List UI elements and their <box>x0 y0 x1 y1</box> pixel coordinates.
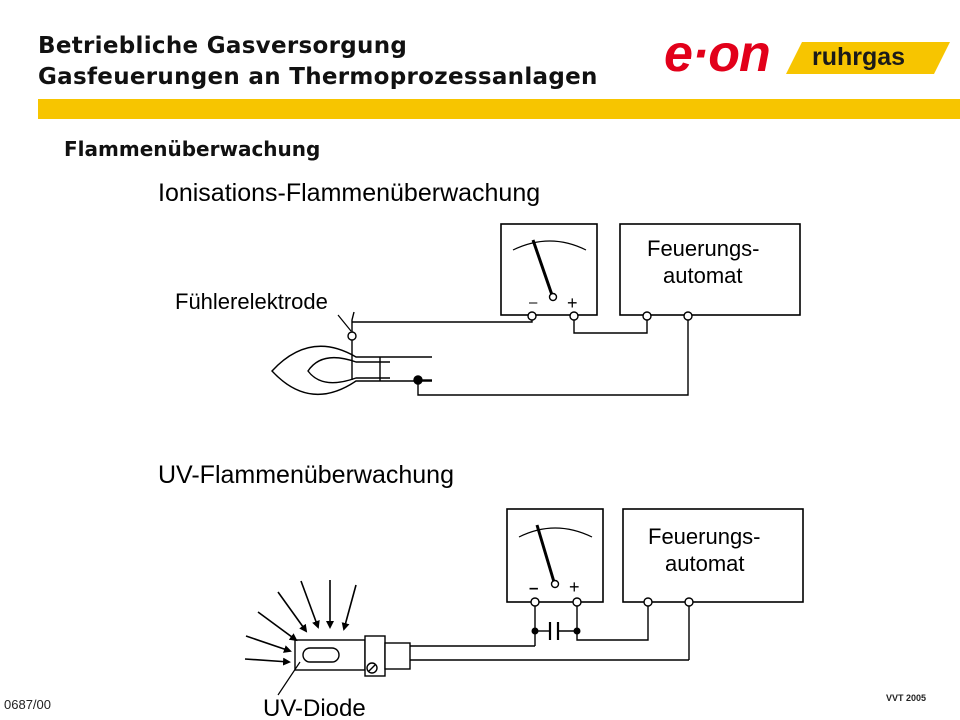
electrode-label-leader <box>337 314 352 332</box>
electrode-label: Fühlerelektrode <box>175 289 328 314</box>
burner-flame <box>271 336 432 396</box>
uv-diode-label: UV-Diode <box>263 695 366 720</box>
uv-control-box: Feuerungs- automat <box>622 508 804 607</box>
eon-logo: e·on <box>664 25 771 83</box>
version-label: VVT 2005 <box>886 693 927 703</box>
uv-sensor-assembly <box>294 635 411 677</box>
ruhrgas-logo-text: ruhrgas <box>812 43 906 71</box>
uv-meter: – + <box>506 508 604 607</box>
uv-box-label-1: Feuerungs- <box>648 524 761 549</box>
ruhrgas-logo-band <box>786 42 950 74</box>
ionisation-meter-minus: – <box>529 294 538 311</box>
uv-diagram-title: UV-Flammenüberwachung <box>158 461 454 489</box>
section-heading: Flammenüberwachung <box>64 137 321 161</box>
title-line-2: Gasfeuerungen an Thermoprozessanlagen <box>38 64 598 90</box>
ionisation-control-box: Feuerungs- automat <box>619 223 801 321</box>
ionisation-diagram-title: Ionisations-Flammenüberwachung <box>158 179 540 207</box>
slide-code: 0687/00 <box>4 697 51 712</box>
ionisation-box-label-2: automat <box>663 263 743 288</box>
uv-capacitor <box>534 606 578 640</box>
uv-meter-minus: – <box>529 578 538 597</box>
title-line-1: Betriebliche Gasversorgung <box>38 33 408 59</box>
uv-meter-plus: + <box>569 577 580 597</box>
electrode-tip-terminal <box>347 331 357 341</box>
uv-box-label-2: automat <box>665 551 745 576</box>
uv-radiation-arrows <box>244 580 357 666</box>
uv-diode-label-leader <box>277 661 301 696</box>
ionisation-box-label-1: Feuerungs- <box>647 236 760 261</box>
uv-cable <box>410 606 690 661</box>
ionisation-meter-plus: + <box>567 293 578 313</box>
ionisation-meter: – + <box>500 223 598 321</box>
header-accent-bar <box>38 99 960 119</box>
burner-ground-terminal <box>413 375 423 385</box>
ionisation-wiring <box>351 311 689 396</box>
